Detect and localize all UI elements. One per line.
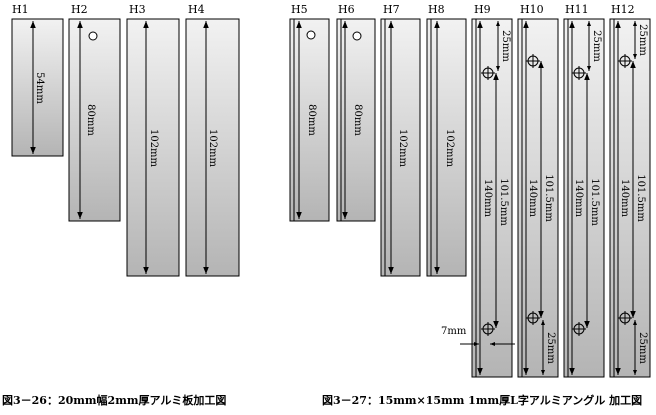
part-label: H9 <box>474 3 491 16</box>
dimension-label-25-top: 25mm <box>637 24 648 56</box>
plate <box>185 18 240 277</box>
part-H4: H4 102mm <box>185 3 240 277</box>
drill-hole-mark <box>618 54 632 68</box>
hole-mark <box>306 30 316 40</box>
dimension-label: 102mm <box>207 129 218 168</box>
hole-mark <box>352 31 362 41</box>
part-label: H10 <box>520 3 544 16</box>
part-H8: H8 102mm <box>426 3 467 277</box>
side-dimension-label: 7mm <box>441 326 467 337</box>
left-figure-caption: 図3－26：20mm幅2mm厚アルミ板加工図 <box>2 394 227 407</box>
part-H10: H10 140mm 101.5mm 25mm <box>517 3 559 378</box>
dimension-label: 54mm <box>34 72 45 104</box>
plate <box>11 18 64 157</box>
angle-face <box>426 18 467 277</box>
drill-hole-mark <box>481 66 495 80</box>
part-H7: H7 102mm <box>380 3 421 277</box>
dimension-label-101-5: 101.5mm <box>635 174 646 222</box>
part-label: H4 <box>188 3 205 16</box>
plate <box>126 18 180 277</box>
part-H1: H1 54mm <box>11 3 64 157</box>
angle-face <box>380 18 421 277</box>
dimension-label: 80mm <box>352 104 363 136</box>
dimension-label-101-5: 101.5mm <box>543 174 554 222</box>
dimension-label-25-bottom: 25mm <box>545 332 556 364</box>
part-label: H1 <box>12 3 29 16</box>
drill-hole-mark <box>618 311 632 325</box>
hole-mark <box>88 31 98 41</box>
part-label: H7 <box>383 3 400 16</box>
right-figure-caption: 図3－27：15mm×15mm 1mm厚L字アルミアングル 加工図 <box>322 394 643 407</box>
drill-hole-mark <box>526 311 540 325</box>
dimension-label-140: 140mm <box>527 179 538 218</box>
part-label: H12 <box>611 3 635 16</box>
part-H12: H12 140mm 101.5mm 25mm 25mm <box>609 3 651 378</box>
part-label: H6 <box>338 3 355 16</box>
dimension-label-101-5: 101.5mm <box>498 178 509 226</box>
dimension-label-140: 140mm <box>619 179 630 218</box>
dimension-label-25-bottom: 25mm <box>637 332 648 364</box>
dimension-label-140: 140mm <box>482 179 493 218</box>
part-H11: H11 140mm 101.5mm 25mm <box>563 3 605 378</box>
part-H2: H2 80mm <box>68 3 121 222</box>
drill-hole-mark <box>481 322 495 336</box>
part-H3: H3 102mm <box>126 3 180 277</box>
dimension-label: 102mm <box>444 129 455 168</box>
part-label: H3 <box>129 3 146 16</box>
dimension-label-140: 140mm <box>573 179 584 218</box>
part-H5: H5 80mm <box>289 3 330 222</box>
part-label: H8 <box>428 3 445 16</box>
part-H6: H6 80mm <box>336 3 376 222</box>
dimension-label: 102mm <box>397 129 408 168</box>
dimension-label: 102mm <box>148 129 159 168</box>
dimension-label: 80mm <box>85 104 96 136</box>
dimension-label-25-top: 25mm <box>500 30 511 62</box>
part-label: H11 <box>565 3 589 16</box>
dimension-label: 80mm <box>306 104 317 136</box>
drill-hole-mark <box>572 322 586 336</box>
dimension-label-25-top: 25mm <box>591 30 602 62</box>
dimension-label-101-5: 101.5mm <box>589 178 600 226</box>
part-label: H2 <box>71 3 88 16</box>
part-H9: H9 140mm 101.5mm 25mm 7mm <box>441 3 515 378</box>
drill-hole-mark <box>572 66 586 80</box>
part-label: H5 <box>291 3 308 16</box>
drill-hole-mark <box>526 54 540 68</box>
